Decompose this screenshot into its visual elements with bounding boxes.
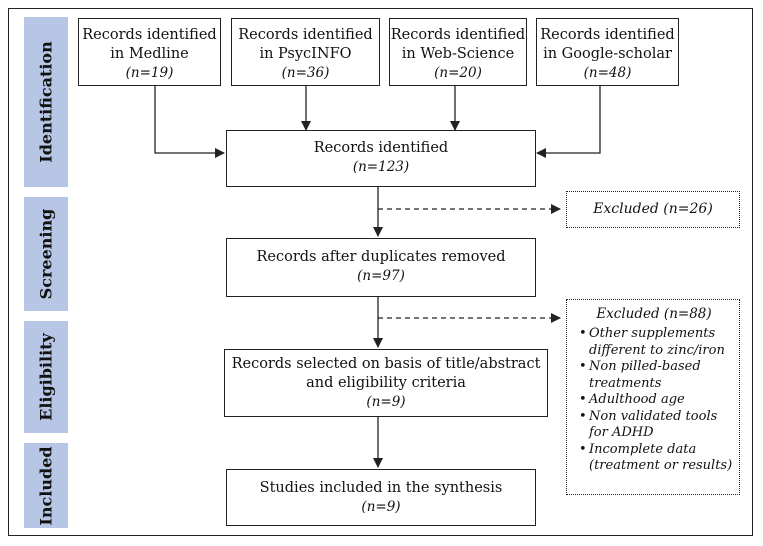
excluded-reason-item: Other supplements different to zinc/iron — [579, 326, 733, 359]
excluded-eligibility-box: Excluded (n=88) Other supplements differ… — [566, 299, 740, 495]
stage-identification: Identification — [24, 17, 68, 187]
source-box-medline: Records identified in Medline (n=19) — [78, 18, 221, 86]
source-box-webscience: Records identified in Web-Science (n=20) — [389, 18, 527, 86]
source-label-line1: Records identified — [238, 27, 373, 43]
arrow-googlescholar — [536, 86, 601, 158]
source-box-psycinfo: Records identified in PsycINFO (n=36) — [231, 18, 380, 86]
source-label-line2: in Medline — [110, 46, 189, 62]
included-box: Studies included in the synthesis (n=9) — [226, 469, 536, 526]
eligibility-line1: Records selected on basis of title/abstr… — [231, 356, 541, 372]
identified-count: (n=123) — [352, 159, 410, 175]
excluded-reasons-list: Other supplements different to zinc/iron… — [575, 326, 733, 475]
source-label-line1: Records identified — [390, 27, 526, 43]
source-label-line2: in Google-scholar — [543, 46, 672, 62]
source-count: (n=20) — [434, 65, 482, 81]
excluded-screening-box: Excluded (n=26) — [566, 191, 740, 228]
stage-screening: Screening — [24, 197, 68, 311]
after-duplicates-label: Records after duplicates removed — [256, 249, 506, 265]
eligibility-line2: and eligibility criteria — [306, 375, 466, 391]
stage-included: Included — [24, 443, 68, 528]
excluded-screening-label: Excluded (n=26) — [593, 201, 713, 217]
excluded-reason-item: Non pilled-based treatments — [579, 359, 733, 392]
eligibility-count: (n=9) — [366, 394, 406, 410]
source-box-googlescholar: Records identified in Google-scholar (n=… — [536, 18, 679, 86]
source-label-line2: in PsycINFO — [259, 46, 352, 62]
after-duplicates-count: (n=97) — [357, 268, 405, 284]
after-duplicates-box: Records after duplicates removed (n=97) — [226, 238, 536, 297]
source-label-line1: Records identified — [540, 27, 675, 43]
stage-eligibility: Eligibility — [24, 321, 68, 433]
source-count: (n=19) — [125, 65, 174, 81]
excluded-reason-item: Adulthood age — [579, 392, 733, 409]
eligibility-box: Records selected on basis of title/abstr… — [224, 349, 548, 417]
identified-box: Records identified (n=123) — [226, 130, 536, 187]
source-label-line2: in Web-Science — [401, 46, 515, 62]
excluded-eligibility-title: Excluded (n=88) — [596, 306, 712, 322]
excluded-reason-item: Incomplete data (treatment or results) — [579, 442, 733, 475]
source-count: (n=48) — [583, 65, 632, 81]
source-label-line1: Records identified — [82, 27, 217, 43]
source-count: (n=36) — [281, 65, 330, 81]
excluded-reason-item: Non validated tools for ADHD — [579, 409, 733, 442]
identified-label: Records identified — [313, 140, 449, 156]
included-label: Studies included in the synthesis — [259, 480, 503, 496]
arrow-medline — [154, 86, 225, 158]
included-count: (n=9) — [361, 499, 401, 515]
diagram-frame — [8, 8, 753, 536]
